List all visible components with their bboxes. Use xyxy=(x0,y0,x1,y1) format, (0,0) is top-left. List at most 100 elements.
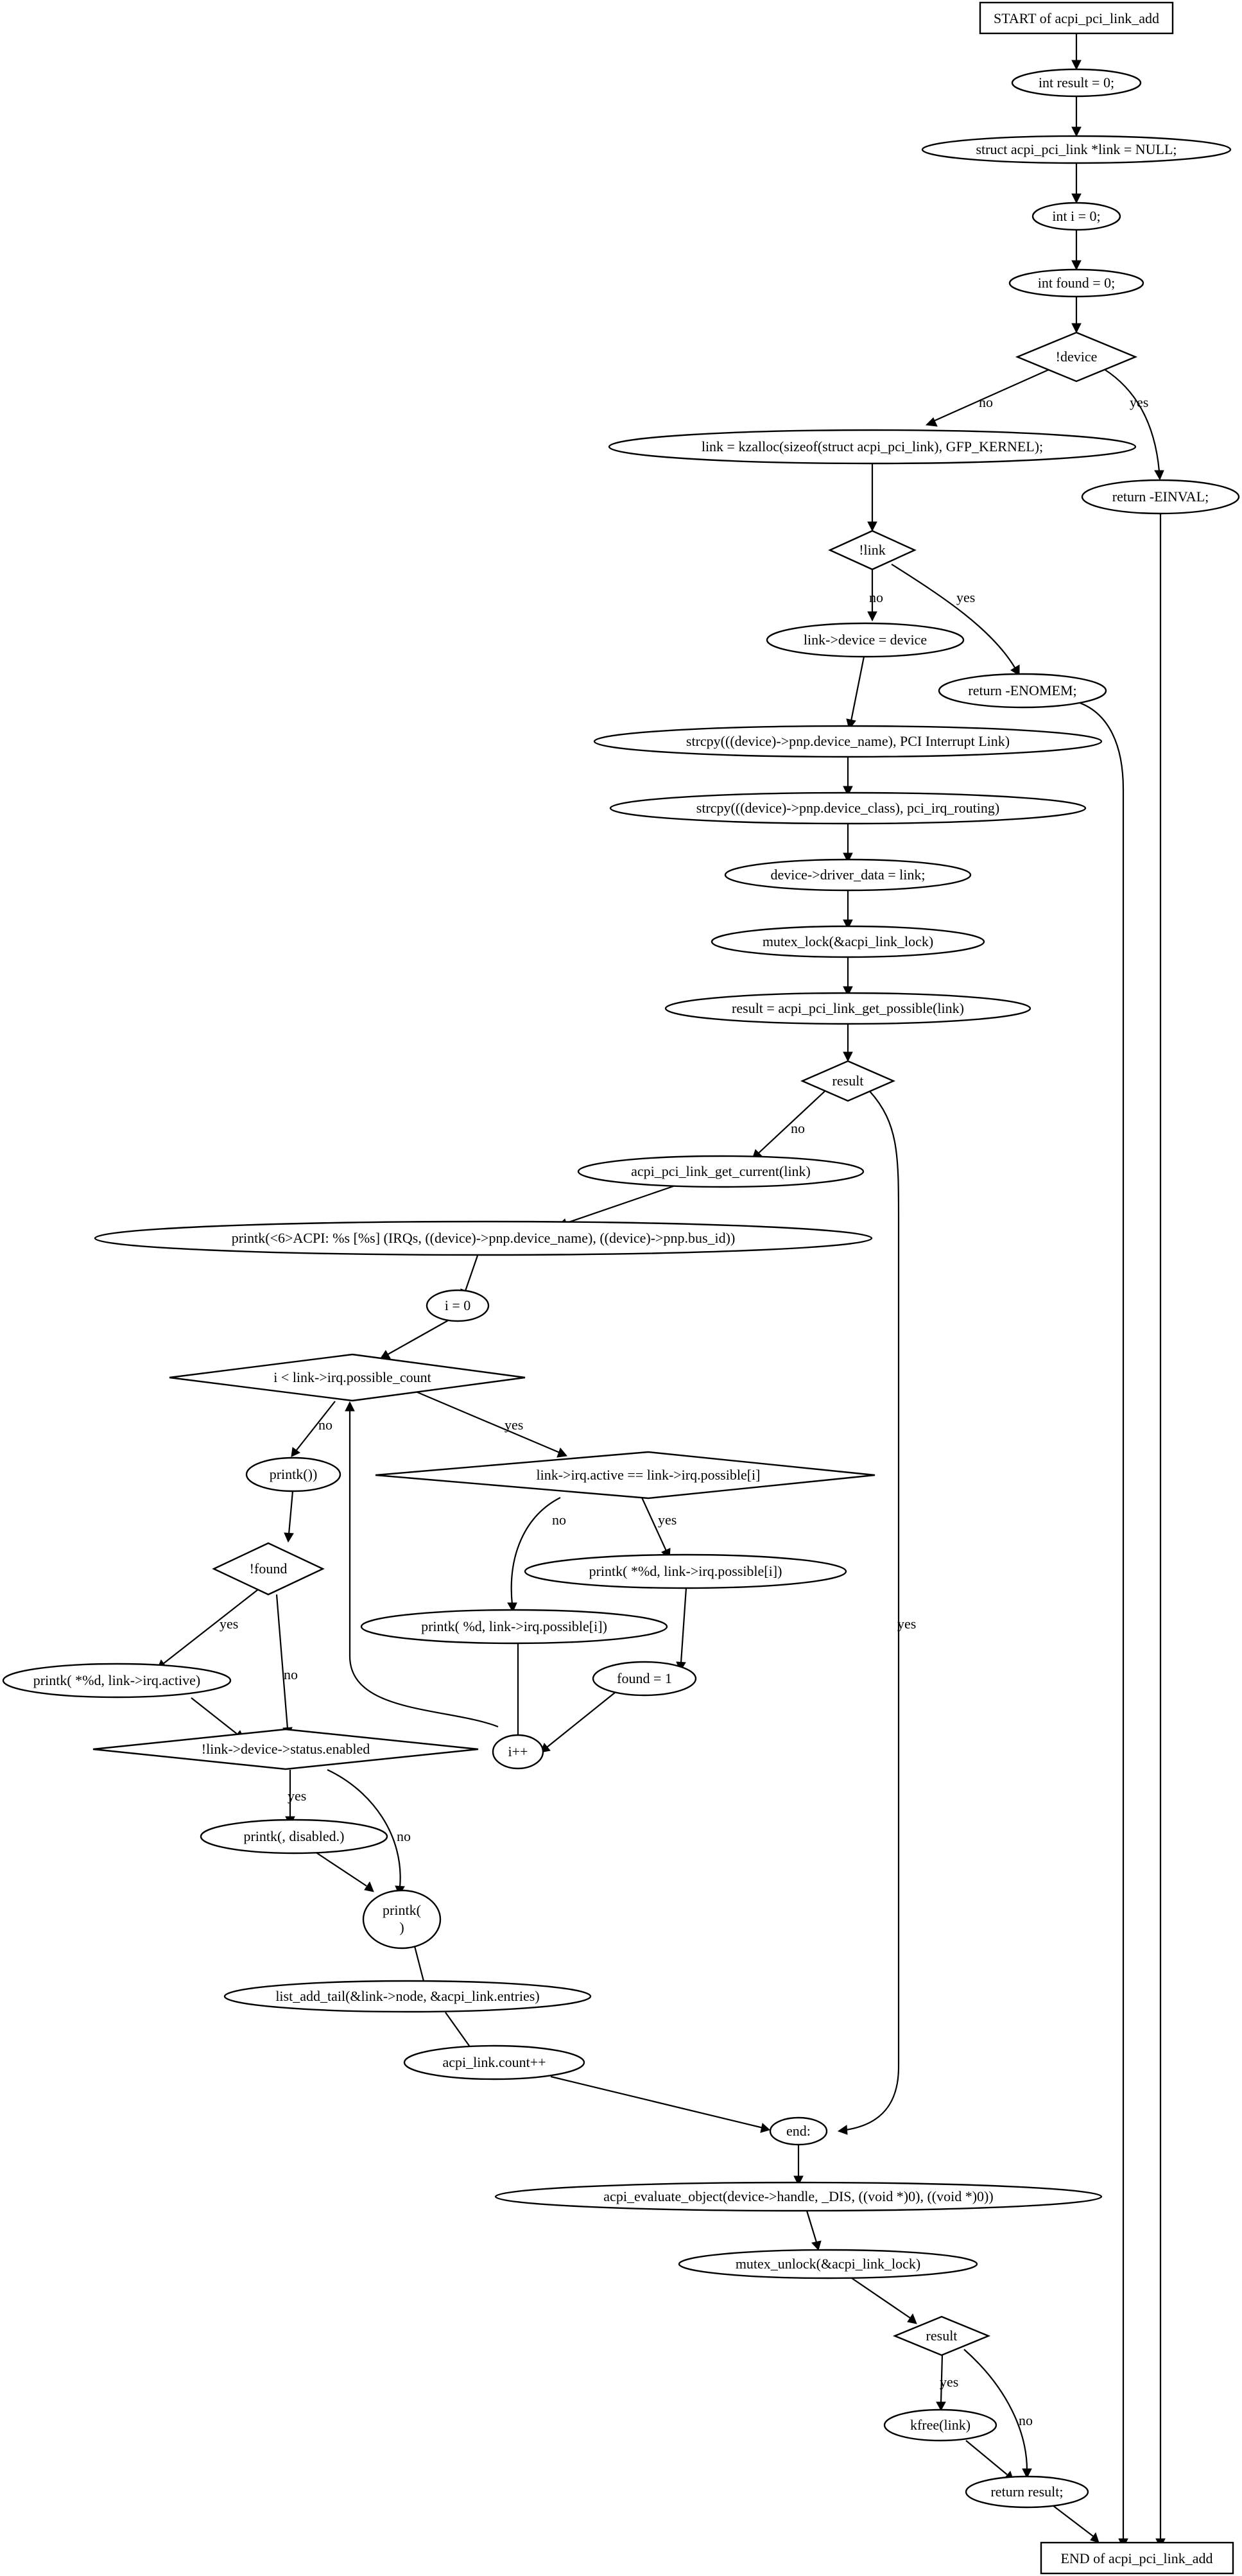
edge-driver-to-lock xyxy=(843,890,853,930)
edge-return-to-end xyxy=(1052,2505,1100,2543)
edge-i-to-found xyxy=(1071,230,1082,271)
result-check-label-2: result xyxy=(926,2328,958,2344)
edge-device-yes xyxy=(1103,368,1164,481)
printk-irqs-label: printk(<6>ACPI: %s [%s] (IRQs, ((device)… xyxy=(232,1230,736,1246)
start-node: START of acpi_pci_link_add xyxy=(979,1,1174,35)
device-check-label: !device xyxy=(1056,349,1098,365)
edge-label-active-no: no xyxy=(552,1512,566,1528)
printk-star-label: printk( *%d, link->irq.possible[i]) xyxy=(589,1563,782,1579)
edge-found-to-device xyxy=(1071,297,1082,334)
count-increment-label: acpi_link.count++ xyxy=(442,2054,546,2070)
end-node: END of acpi_pci_link_add xyxy=(1040,2541,1234,2575)
edges xyxy=(157,33,1166,2549)
edge-link-no xyxy=(867,569,877,622)
edge-result1-no xyxy=(752,1091,825,1160)
edge-kfree-to-return xyxy=(965,2440,1014,2482)
count-increment-node: acpi_link.count++ xyxy=(403,2044,585,2080)
edge-star-to-found1 xyxy=(676,1587,687,1672)
edge-label-found-no: no xyxy=(284,1666,298,1682)
edge-link-decl-to-i xyxy=(1071,163,1082,204)
link-check-label: !link xyxy=(859,542,886,558)
result-check-diamond-2: result xyxy=(892,2315,991,2356)
i-zero-node: i = 0 xyxy=(426,1289,490,1322)
result-decl-label: int result = 0; xyxy=(1039,74,1114,91)
printk-plain-node: printk( %d, link->irq.possible[i]) xyxy=(360,1609,668,1645)
end-label-text: end: xyxy=(786,2123,811,2139)
return-einval-node: return -EINVAL; xyxy=(1081,479,1240,515)
edge-label-result1-yes: yes xyxy=(897,1616,916,1632)
edge-result2-no xyxy=(963,2349,1032,2479)
edge-label-loop-yes: yes xyxy=(505,1417,523,1433)
list-add-tail-label: list_add_tail(&link->node, &acpi_link.en… xyxy=(275,1988,539,2004)
edge-label-active-yes: yes xyxy=(658,1512,677,1528)
link-decl-node: struct acpi_pci_link *link = NULL; xyxy=(921,135,1232,164)
strcpy-name-label: strcpy(((device)->pnp.device_name), PCI … xyxy=(686,733,1010,749)
edge-label-device-yes: yes xyxy=(1130,394,1148,410)
edge-einval-to-end xyxy=(1155,514,1166,2549)
edge-iinc-to-loop xyxy=(345,1401,499,1728)
found-one-node: found = 1 xyxy=(592,1661,697,1697)
edge-enomem-to-end xyxy=(1067,698,1128,2549)
i-decl-label: int i = 0; xyxy=(1052,208,1100,224)
end-node-label: END of acpi_pci_link_add xyxy=(1060,2550,1212,2566)
edge-active-no xyxy=(507,1497,561,1613)
edge-lock-to-possible xyxy=(843,957,853,997)
device-check-diamond: !device xyxy=(1015,331,1138,383)
status-enabled-diamond: !link->device->status.enabled xyxy=(92,1728,479,1770)
edge-label-result2-yes: yes xyxy=(940,2374,958,2390)
edge-label-enabled-no: no xyxy=(397,1828,411,1844)
get-possible-label: result = acpi_pci_link_get_possible(link… xyxy=(732,1000,964,1016)
end-label-node: end: xyxy=(769,2116,828,2146)
get-current-node: acpi_pci_link_get_current(link) xyxy=(577,1155,865,1188)
loop-condition-diamond: i < link->irq.possible_count xyxy=(169,1353,526,1402)
link-device-label: link->device = device xyxy=(804,632,927,648)
edge-label-link-yes: yes xyxy=(956,589,975,605)
mutex-unlock-label: mutex_unlock(&acpi_link_lock) xyxy=(736,2256,920,2272)
list-add-tail-node: list_add_tail(&link->node, &acpi_link.en… xyxy=(223,1980,592,2013)
edge-found-yes xyxy=(157,1585,264,1670)
printk-newline-label-2: ) xyxy=(399,1919,404,1935)
edge-label-result2-no: no xyxy=(1019,2412,1033,2428)
found-one-label: found = 1 xyxy=(617,1670,672,1686)
get-possible-node: result = acpi_pci_link_get_possible(link… xyxy=(664,992,1031,1025)
link-check-diamond: !link xyxy=(828,530,917,571)
mutex-unlock-node: mutex_unlock(&acpi_link_lock) xyxy=(678,2249,978,2279)
evaluate-object-label: acpi_evaluate_object(device->handle, _DI… xyxy=(603,2188,993,2204)
edge-label-found-yes: yes xyxy=(220,1616,238,1632)
kfree-node: kfree(link) xyxy=(883,2408,997,2442)
edge-strcpy-to-driver xyxy=(843,824,853,863)
loop-condition-label: i < link->irq.possible_count xyxy=(273,1369,431,1385)
edge-active-yes xyxy=(641,1497,671,1560)
kfree-label: kfree(link) xyxy=(910,2417,970,2433)
link-device-node: link->device = device xyxy=(766,622,965,658)
edge-device-to-strcpy xyxy=(846,656,865,730)
edge-label-device-no: no xyxy=(979,394,993,410)
edge-loop-yes xyxy=(415,1390,567,1458)
mutex-lock-fill xyxy=(711,925,985,958)
edge-label-result1-no: no xyxy=(791,1120,805,1136)
link-decl-label: struct acpi_pci_link *link = NULL; xyxy=(976,141,1177,157)
edge-found-no xyxy=(275,1594,293,1738)
printk-close-label: printk()) xyxy=(270,1466,318,1482)
printk-newline-label-1: printk( xyxy=(383,1902,421,1918)
printk-close-node: printk()) xyxy=(245,1457,341,1492)
get-current-label: acpi_pci_link_get_current(link) xyxy=(631,1163,811,1179)
driver-data-node: device->driver_data = link; xyxy=(724,858,972,892)
edge-loop-no xyxy=(291,1401,336,1457)
edge-result2-yes xyxy=(936,2354,946,2412)
edge-evaluate-to-unlock xyxy=(806,2210,822,2251)
strcpy-name-node: strcpy(((device)->pnp.device_name), PCI … xyxy=(593,725,1103,758)
edge-result1-yes xyxy=(837,1091,900,2135)
edge-labels: no yes no yes no yes no yes no yes yes n… xyxy=(220,394,1148,2428)
active-equals-diamond: link->irq.active == link->irq.possible[i… xyxy=(375,1451,875,1500)
mutex-lock-node: mutex_lock(&acpi_link_lock) xyxy=(711,925,985,958)
edge-printk-close-to-found xyxy=(284,1491,294,1543)
status-enabled-label: !link->device->status.enabled xyxy=(202,1741,370,1757)
printk-active-node: printk( *%d, link->irq.active) xyxy=(2,1663,232,1699)
strcpy-class-label: strcpy(((device)->pnp.device_class), pci… xyxy=(696,800,999,816)
edge-start-to-result xyxy=(1071,33,1082,71)
edge-result-to-link-decl xyxy=(1071,96,1082,137)
return-result-label: return result; xyxy=(990,2484,1063,2500)
